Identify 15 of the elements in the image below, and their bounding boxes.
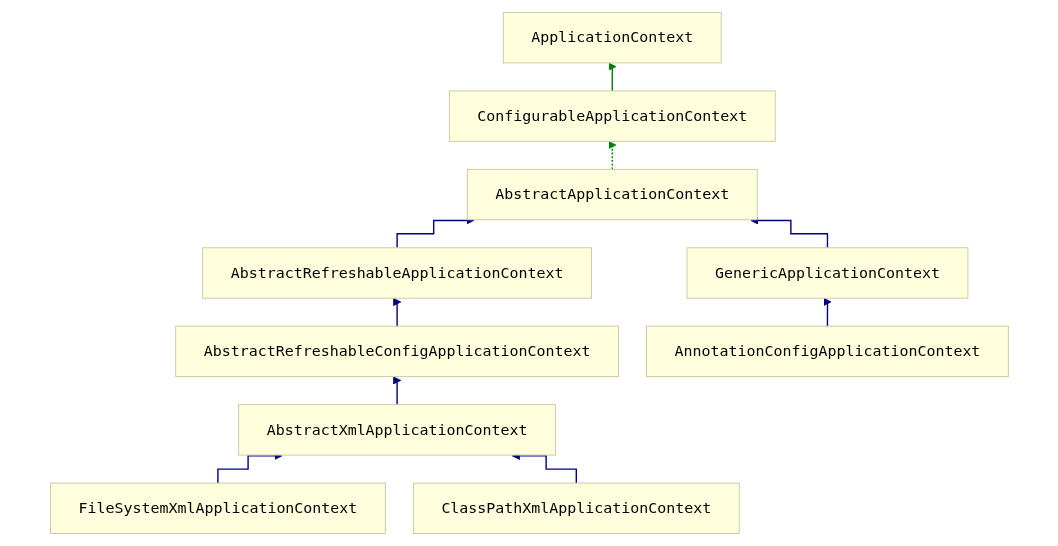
node-box: AbstractRefreshableApplicationContext	[201, 247, 592, 299]
arrow	[392, 297, 401, 327]
node-box: ApplicationContext	[502, 12, 722, 64]
arrow	[392, 376, 401, 406]
node-box: ConfigurableApplicationContext	[448, 90, 776, 142]
node-box: FileSystemXmlApplicationContext	[49, 482, 386, 534]
arrow	[607, 140, 616, 171]
node-box: AbstractApplicationContext	[466, 168, 758, 221]
node-box: AnnotationConfigApplicationContext	[645, 325, 1009, 378]
node-box: AbstractRefreshableConfigApplicationContext	[174, 325, 619, 378]
arrow	[822, 297, 832, 327]
node-box: ClassPathXmlApplicationContext	[412, 482, 740, 534]
node-box: AbstractXmlApplicationContext	[237, 404, 556, 456]
node-box: GenericApplicationContext	[686, 247, 968, 299]
arrow	[607, 62, 616, 92]
